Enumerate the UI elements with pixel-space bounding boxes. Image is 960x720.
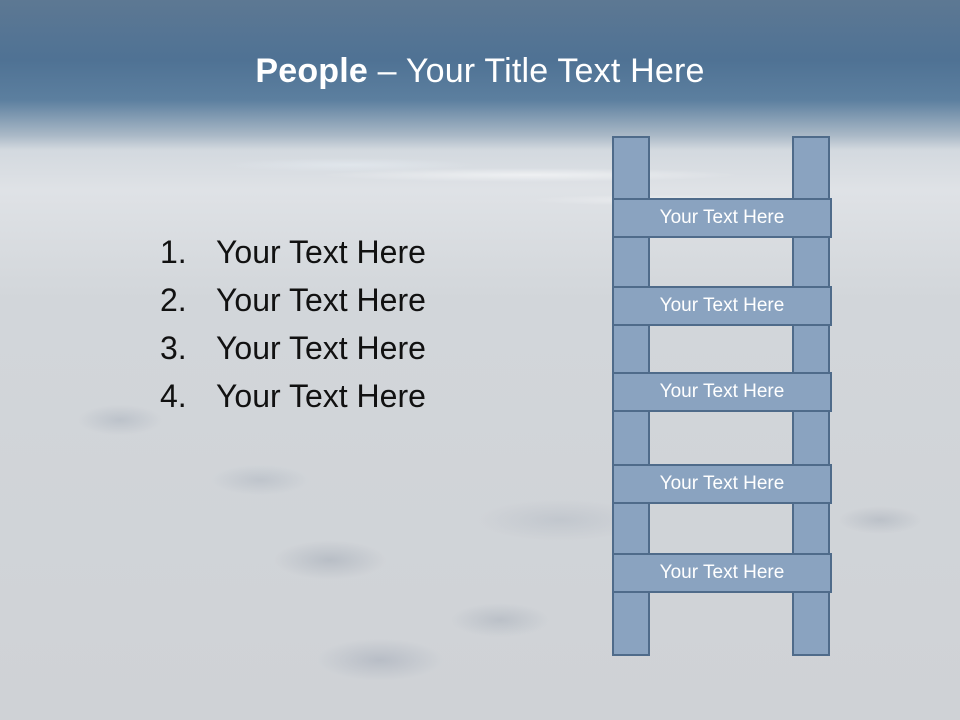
list-item: 3. Your Text Here xyxy=(160,330,426,378)
beach-wave-background xyxy=(150,145,960,225)
list-number: 4. xyxy=(160,378,187,414)
list-text: Your Text Here xyxy=(216,378,426,414)
ladder-rung: Your Text Here xyxy=(612,464,832,504)
list-number: 1. xyxy=(160,234,187,270)
title-separator: – xyxy=(368,52,406,90)
ladder-diagram: Your Text Here Your Text Here Your Text … xyxy=(612,136,834,658)
numbered-list: 1. Your Text Here 2. Your Text Here 3. Your… xyxy=(160,234,426,426)
list-number: 2. xyxy=(160,282,187,318)
list-text: Your Text Here xyxy=(216,282,426,318)
list-item: 4. Your Text Here xyxy=(160,378,426,426)
ladder-rung: Your Text Here xyxy=(612,198,832,238)
ladder-rung: Your Text Here xyxy=(612,372,832,412)
list-item: 2. Your Text Here xyxy=(160,282,426,330)
ladder-rung: Your Text Here xyxy=(612,553,832,593)
list-item: 1. Your Text Here xyxy=(160,234,426,282)
list-text: Your Text Here xyxy=(216,330,426,366)
list-number: 3. xyxy=(160,330,187,366)
title-text: Your Title Text Here xyxy=(405,52,705,90)
slide-title: People – Your Title Text Here xyxy=(0,52,960,91)
list-text: Your Text Here xyxy=(216,234,426,270)
ladder-rung: Your Text Here xyxy=(612,286,832,326)
title-bold: People xyxy=(255,52,369,90)
